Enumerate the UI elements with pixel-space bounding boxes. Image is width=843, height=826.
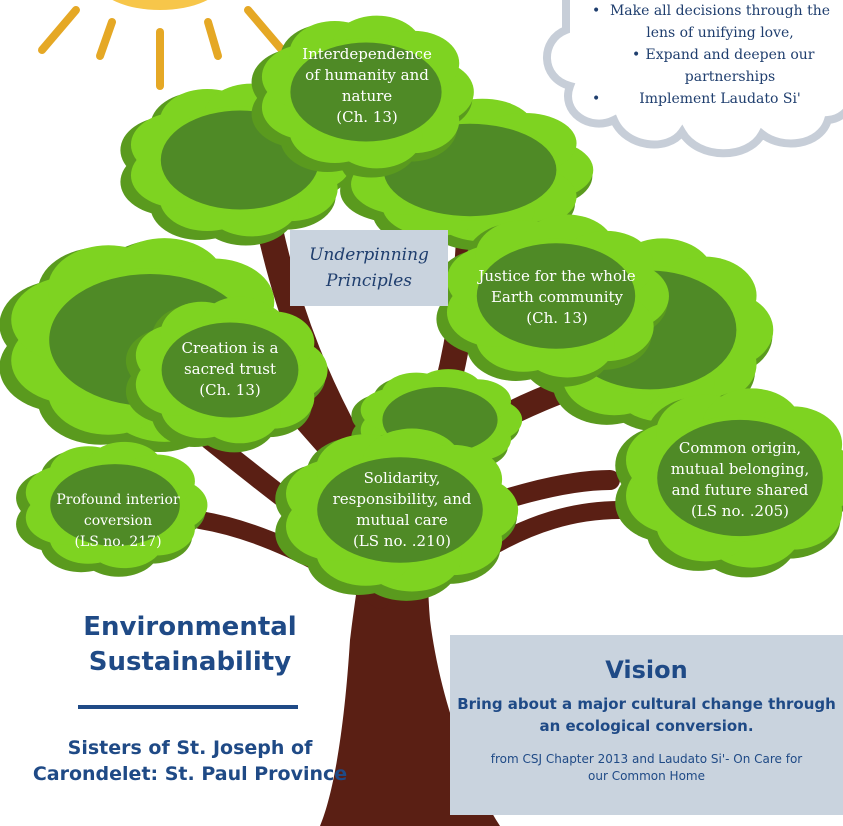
- canopy-justice: [436, 214, 669, 387]
- canopy-solidarity: [275, 428, 519, 601]
- principles-line-2: Principles: [325, 271, 412, 291]
- canopy-line: mutual belonging,: [670, 460, 810, 478]
- subtitle-line-1: Sisters of St. Joseph of: [67, 737, 313, 759]
- title-line-2: Sustainability: [88, 647, 292, 677]
- canopy-line: Justice for the whole: [478, 267, 636, 285]
- cloud-goals-list: Make all decisions through the lens of u…: [592, 0, 840, 110]
- canopy-interdependence: [251, 15, 474, 178]
- canopy-line: (Ch. 13): [526, 309, 588, 327]
- canopy-line: Creation is a: [181, 339, 279, 357]
- title-line-1: Environmental: [83, 612, 297, 642]
- canopy-line: (LS no. 217): [74, 534, 162, 550]
- canopy-line: (Ch. 13): [336, 108, 398, 126]
- canopy-line: Solidarity,: [363, 469, 441, 487]
- underpinning-principles-label: Underpinning Principles: [290, 230, 448, 306]
- cloud-goal-item: Make all decisions through the lens of u…: [592, 0, 840, 44]
- canopy-line: coversion: [83, 513, 153, 529]
- title-divider: [78, 705, 298, 709]
- canopy-text-interdependence: Interdependence of humanity and nature (…: [282, 44, 452, 128]
- canopy-text-solidarity: Solidarity, responsibility, and mutual c…: [312, 468, 492, 552]
- tree-canopy: [0, 15, 843, 601]
- canopy-text-interior: Profound interior coversion (LS no. 217): [30, 490, 206, 553]
- vision-panel: Vision Bring about a major cultural chan…: [450, 635, 843, 815]
- canopy-line: nature: [341, 87, 393, 105]
- canopy-line: mutual care: [356, 511, 448, 529]
- vision-heading: Vision: [605, 656, 688, 684]
- canopy-line: sacred trust: [183, 360, 277, 378]
- vision-statement: Bring about a major cultural change thro…: [457, 695, 836, 735]
- canopy-creation: [125, 296, 328, 453]
- organization-name: Sisters of St. Joseph of Carondelet: St.…: [20, 735, 360, 787]
- canopy-text-common-origin: Common origin, mutual belonging, and fut…: [640, 438, 840, 522]
- canopy-line: (LS no. .205): [690, 502, 790, 520]
- canopy-text-justice: Justice for the whole Earth community (C…: [462, 266, 652, 329]
- page-title: Environmental Sustainability: [30, 610, 350, 680]
- canopy-line: Earth community: [490, 288, 624, 306]
- canopy-text-creation: Creation is a sacred trust (Ch. 13): [160, 338, 300, 401]
- canopy-line: of humanity and: [305, 66, 429, 84]
- canopy-line: (Ch. 13): [199, 381, 261, 399]
- canopy-common-origin: [615, 388, 843, 578]
- canopy-line: and future shared: [671, 481, 809, 499]
- vision-source: from CSJ Chapter 2013 and Laudato Si'- O…: [490, 752, 803, 783]
- canopy-line: Interdependence: [302, 45, 432, 63]
- sun-icon: [38, 0, 286, 90]
- canopy-interior: [16, 441, 208, 577]
- principles-line-1: Underpinning: [309, 245, 429, 265]
- canopy-line: responsibility, and: [332, 490, 472, 508]
- canopy-line: Profound interior: [56, 492, 180, 508]
- subtitle-line-2: Carondelet: St. Paul Province: [32, 763, 348, 785]
- cloud-goal-item: Implement Laudato Si': [592, 88, 840, 110]
- canopy-line: (LS no. .210): [352, 532, 452, 550]
- cloud-goal-item: Expand and deepen our partnerships: [632, 44, 820, 88]
- canopy-line: Common origin,: [678, 439, 802, 457]
